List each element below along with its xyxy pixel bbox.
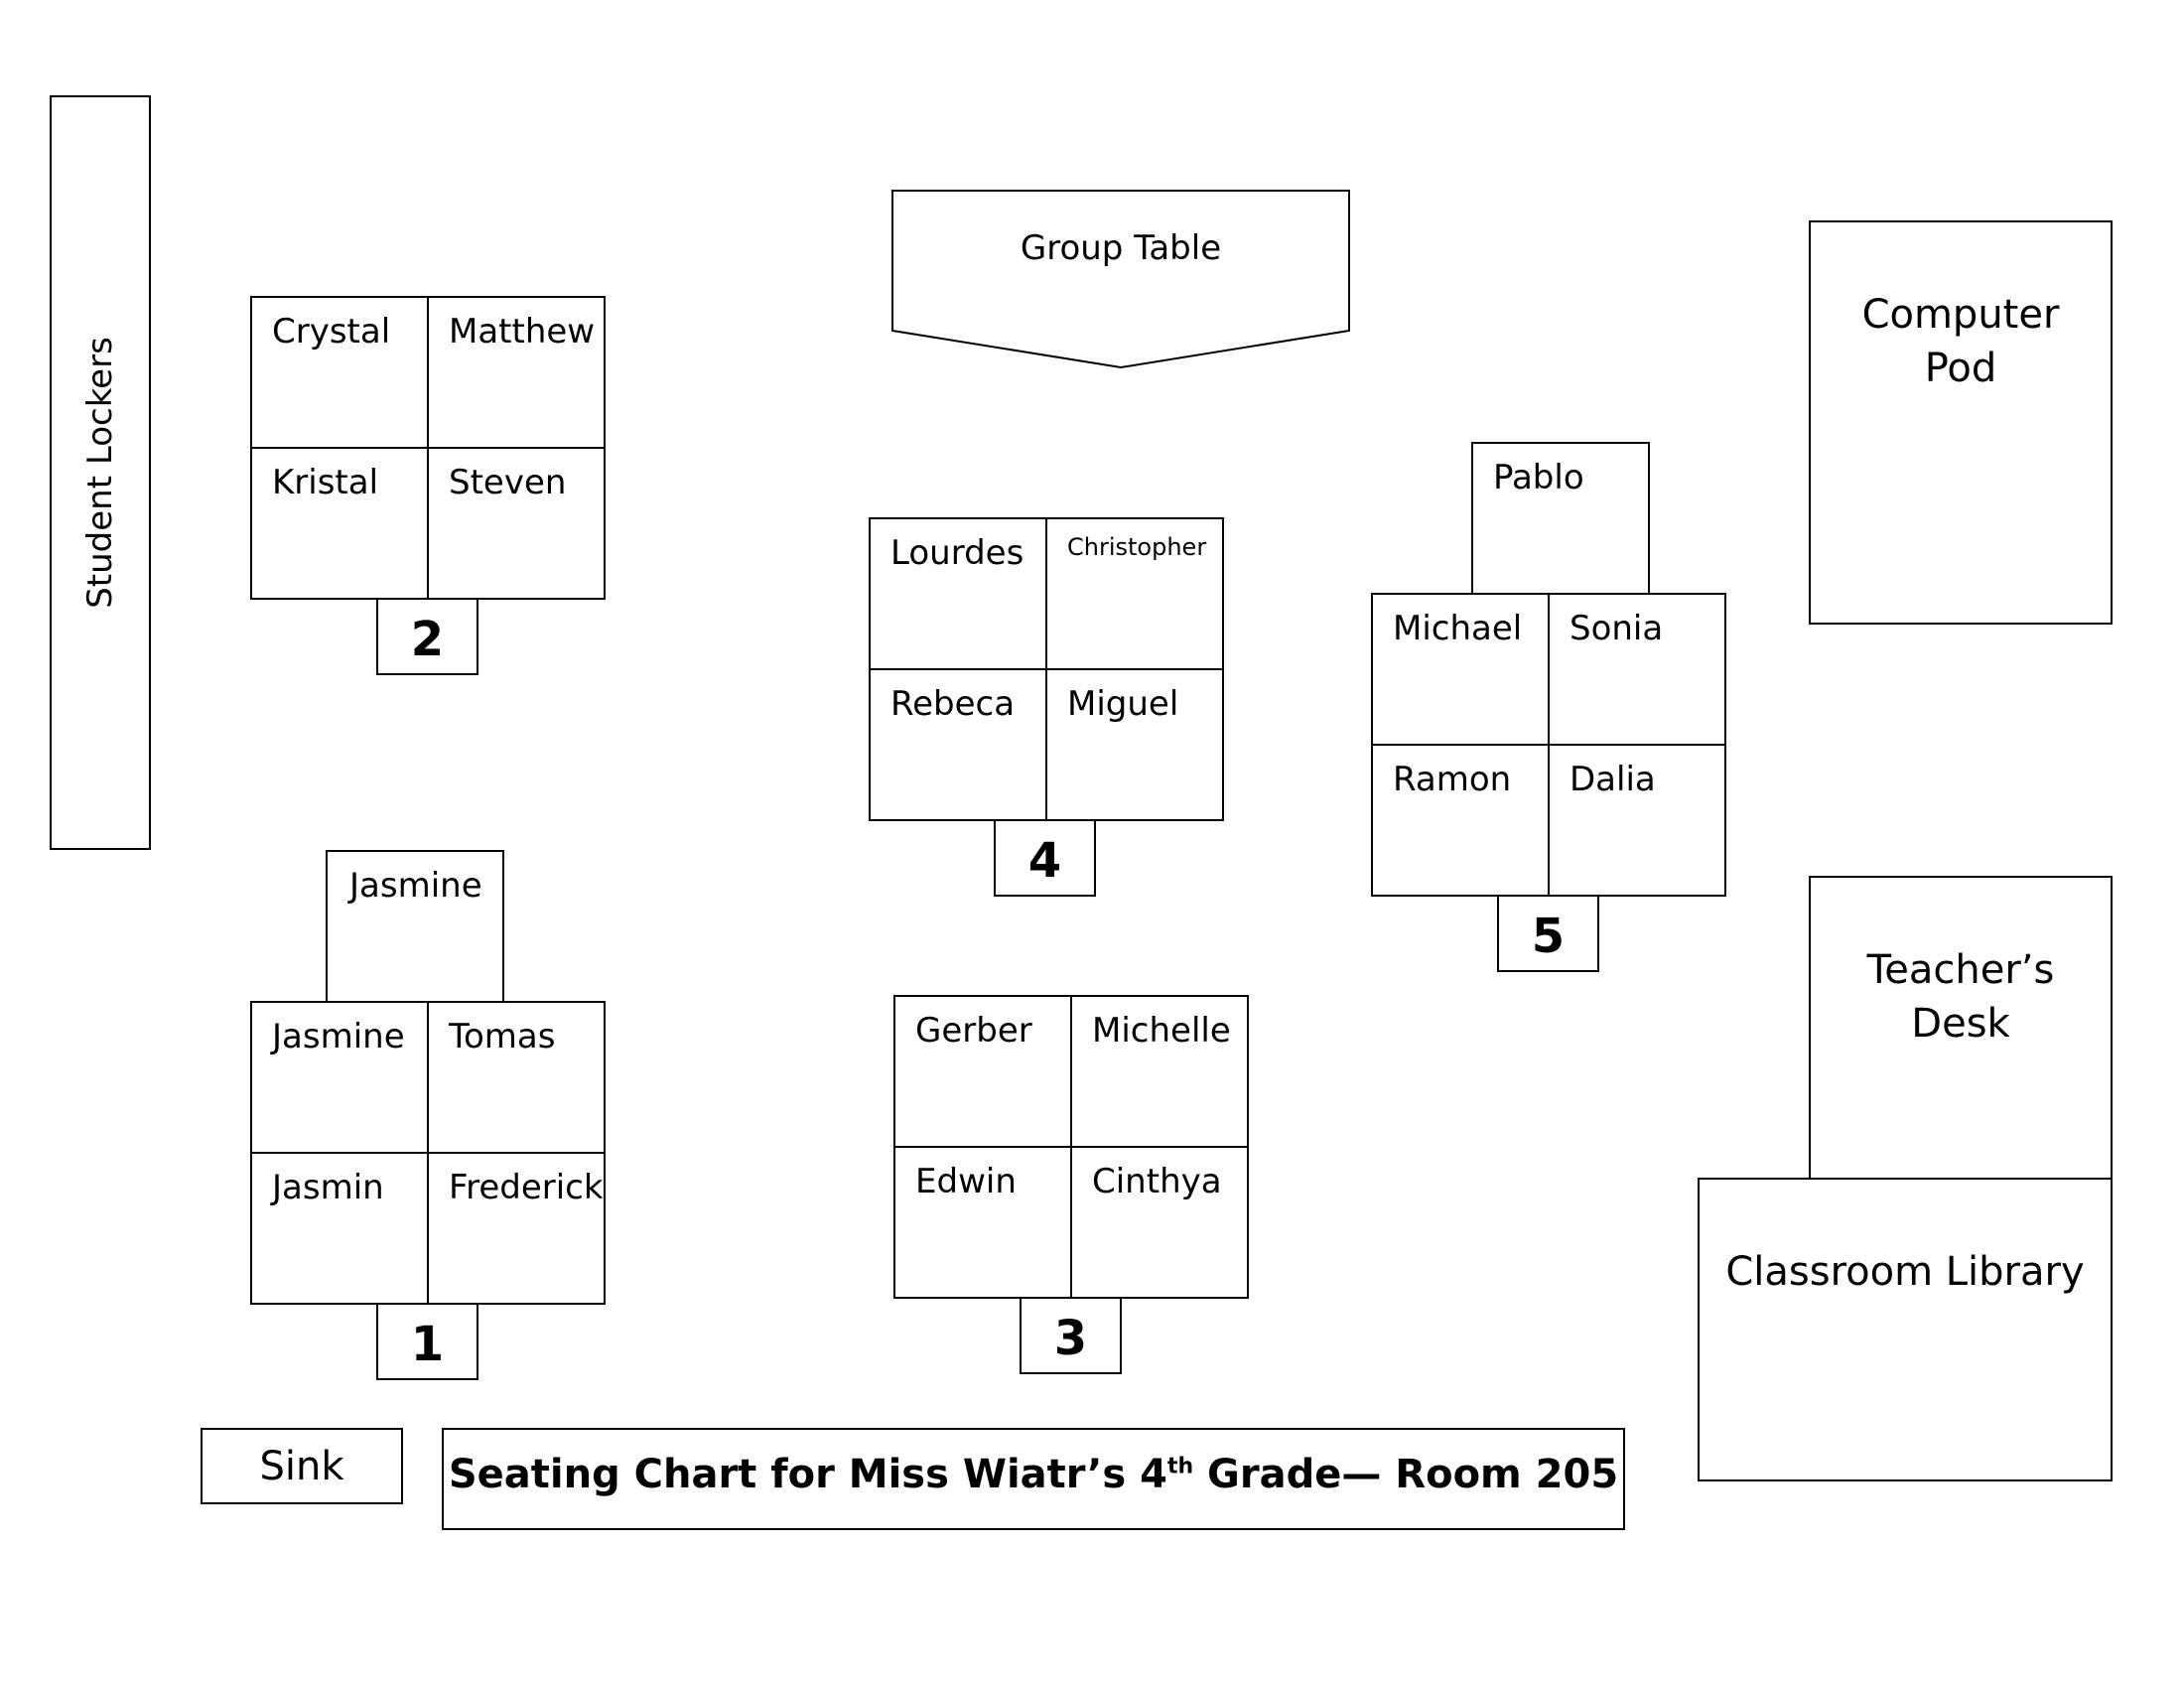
seat-name: Kristal [272, 463, 379, 502]
seat: Edwin [893, 1146, 1072, 1299]
seat-name: Matthew [449, 312, 596, 352]
student-lockers-label: Student Lockers [80, 337, 120, 609]
seat: Jasmine [326, 850, 504, 1003]
seat-name: Jasmin [272, 1168, 384, 1207]
table-number: 2 [410, 612, 445, 667]
page-title: Seating Chart for Miss Wiatr’s 4th Grade… [444, 1452, 1623, 1497]
seat: Michelle [1070, 995, 1249, 1148]
seat: Christopher [1045, 517, 1224, 670]
seat-name: Jasmine [272, 1017, 405, 1056]
seat-name: Jasmine [349, 866, 482, 906]
table-number-tab: 3 [1020, 1297, 1122, 1374]
student-lockers: Student Lockers [50, 95, 151, 850]
teachers-desk: Teacher’s Desk [1809, 876, 2113, 1180]
group-table [891, 190, 1350, 369]
seat-name: Michael [1393, 609, 1523, 648]
seat: Kristal [250, 447, 429, 600]
table-number-tab: 5 [1497, 895, 1599, 972]
seat: Lourdes [869, 517, 1047, 670]
seat-name: Frederick [449, 1168, 604, 1207]
seat-name: Michelle [1092, 1011, 1231, 1051]
seat: Ramon [1371, 744, 1550, 897]
seat: Frederick [427, 1152, 606, 1305]
seat-name: Edwin [915, 1162, 1017, 1201]
seat: Pablo [1471, 442, 1650, 595]
computer-pod-label-line2: Pod [1924, 346, 1997, 391]
classroom-library-label: Classroom Library [1725, 1249, 2085, 1295]
sink-label: Sink [259, 1444, 344, 1489]
table-number-tab: 1 [376, 1303, 478, 1380]
seat: Michael [1371, 593, 1550, 746]
seat: Jasmin [250, 1152, 429, 1305]
seat-name: Dalia [1570, 760, 1656, 799]
seat-name: Lourdes [890, 533, 1024, 573]
table-number: 5 [1531, 909, 1566, 964]
seat-name: Tomas [449, 1017, 556, 1056]
computer-pod-label-line1: Computer [1861, 292, 2060, 338]
seat-name: Cinthya [1092, 1162, 1222, 1201]
page-title-sup: th [1166, 1454, 1194, 1479]
chart-title-box: Seating Chart for Miss Wiatr’s 4th Grade… [442, 1428, 1625, 1530]
seat: Sonia [1548, 593, 1726, 746]
teachers-desk-label-line2: Desk [1911, 1001, 2010, 1047]
seat: Rebeca [869, 668, 1047, 821]
seat: Crystal [250, 296, 429, 449]
seat-name: Christopher [1067, 533, 1207, 561]
classroom-library: Classroom Library [1698, 1178, 2113, 1481]
table-number: 3 [1053, 1311, 1088, 1366]
seat-name: Rebeca [890, 684, 1016, 724]
seat: Miguel [1045, 668, 1224, 821]
seat: Cinthya [1070, 1146, 1249, 1299]
seat: Gerber [893, 995, 1072, 1148]
teachers-desk-label-line1: Teacher’s [1866, 947, 2055, 993]
sink: Sink [201, 1428, 403, 1504]
seat-name: Steven [449, 463, 567, 502]
seat: Steven [427, 447, 606, 600]
seat: Tomas [427, 1001, 606, 1154]
seat: Jasmine [250, 1001, 429, 1154]
table-number: 1 [410, 1317, 445, 1372]
seat-name: Crystal [272, 312, 391, 352]
seat-name: Gerber [915, 1011, 1032, 1051]
computer-pod: Computer Pod [1809, 220, 2113, 625]
table-number-tab: 2 [376, 598, 478, 675]
page-title-pre: Seating Chart for Miss Wiatr’s 4 [448, 1452, 1167, 1497]
table-number: 4 [1027, 833, 1062, 889]
seat: Dalia [1548, 744, 1726, 897]
seat: Matthew [427, 296, 606, 449]
seat-name: Sonia [1570, 609, 1664, 648]
page-title-post: Grade— Room 205 [1193, 1452, 1619, 1497]
group-table-label: Group Table [1020, 228, 1222, 268]
seat-name: Miguel [1067, 684, 1179, 724]
table-number-tab: 4 [994, 819, 1096, 897]
seat-name: Ramon [1393, 760, 1512, 799]
seat-name: Pablo [1493, 458, 1584, 497]
